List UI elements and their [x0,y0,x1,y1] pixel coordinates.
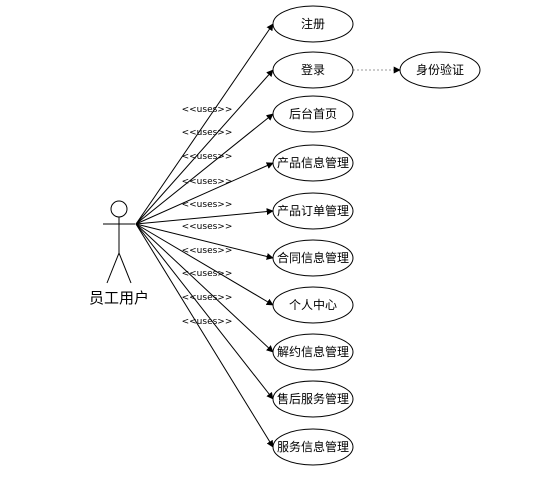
actor-label: 员工用户 [89,289,149,307]
use-case-label: 服务信息管理 [277,439,349,454]
actor-employee: 员工用户 [89,200,149,307]
actor-left-leg [106,252,120,284]
use-case-after-sales[interactable]: 售后服务管理 [272,380,354,418]
stereotype-label: <<uses>> [182,152,233,162]
use-case-label: 登录 [301,62,325,77]
use-case-register[interactable]: 注册 [272,5,354,43]
use-case-ellipse [272,95,354,133]
association-termination-info [135,223,274,353]
use-case-ellipse [272,380,354,418]
actor-right-leg [118,252,132,284]
use-case-label: 个人中心 [289,297,337,312]
association-after-sales [135,223,274,400]
use-case-label: 产品信息管理 [277,155,349,170]
use-case-label: 产品订单管理 [277,203,349,218]
association-product-info [135,162,274,225]
stereotype-label: <<uses>> [182,128,233,138]
stereotype-label: <<uses>> [182,177,233,187]
use-case-ellipse [272,192,354,230]
stereotype-label: <<uses>> [182,293,233,303]
use-case-ellipse [272,5,354,43]
use-case-label: 身份验证 [416,62,464,77]
use-case-product-info[interactable]: 产品信息管理 [272,144,354,182]
use-case-personal-center[interactable]: 个人中心 [272,286,354,324]
stereotype-label: <<uses>> [182,105,233,115]
use-case-login[interactable]: 登录 [272,51,354,89]
stereotype-label: <<uses>> [182,200,233,210]
use-case-product-order[interactable]: 产品订单管理 [272,192,354,230]
use-case-identity-verification[interactable]: 身份验证 [399,51,481,89]
use-case-home[interactable]: 后台首页 [272,95,354,133]
use-case-label: 后台首页 [289,106,337,121]
use-case-label: 售后服务管理 [277,391,349,406]
association-personal-center [135,223,274,306]
use-case-label: 注册 [301,16,325,31]
association-contract-info [135,223,274,260]
use-case-ellipse [272,239,354,277]
association-home [135,113,274,225]
stereotype-label: <<uses>> [182,246,233,256]
association-login [135,69,274,225]
use-case-ellipse [272,286,354,324]
use-case-ellipse [272,51,354,89]
use-case-label: 解约信息管理 [277,344,349,359]
use-case-contract-info[interactable]: 合同信息管理 [272,239,354,277]
stereotype-label: <<uses>> [182,222,233,232]
use-case-ellipse [272,144,354,182]
stereotype-label: <<uses>> [182,269,233,279]
association-register [135,23,274,225]
use-case-ellipse [399,51,481,89]
use-case-service-info[interactable]: 服务信息管理 [272,428,354,466]
use-case-ellipse [272,333,354,371]
association-service-info [135,223,274,448]
use-case-label: 合同信息管理 [277,250,349,265]
actor-head [110,200,128,218]
use-case-termination-info[interactable]: 解约信息管理 [272,333,354,371]
association-product-order [135,208,274,225]
use-case-ellipse [272,428,354,466]
stereotype-label: <<uses>> [182,317,233,327]
